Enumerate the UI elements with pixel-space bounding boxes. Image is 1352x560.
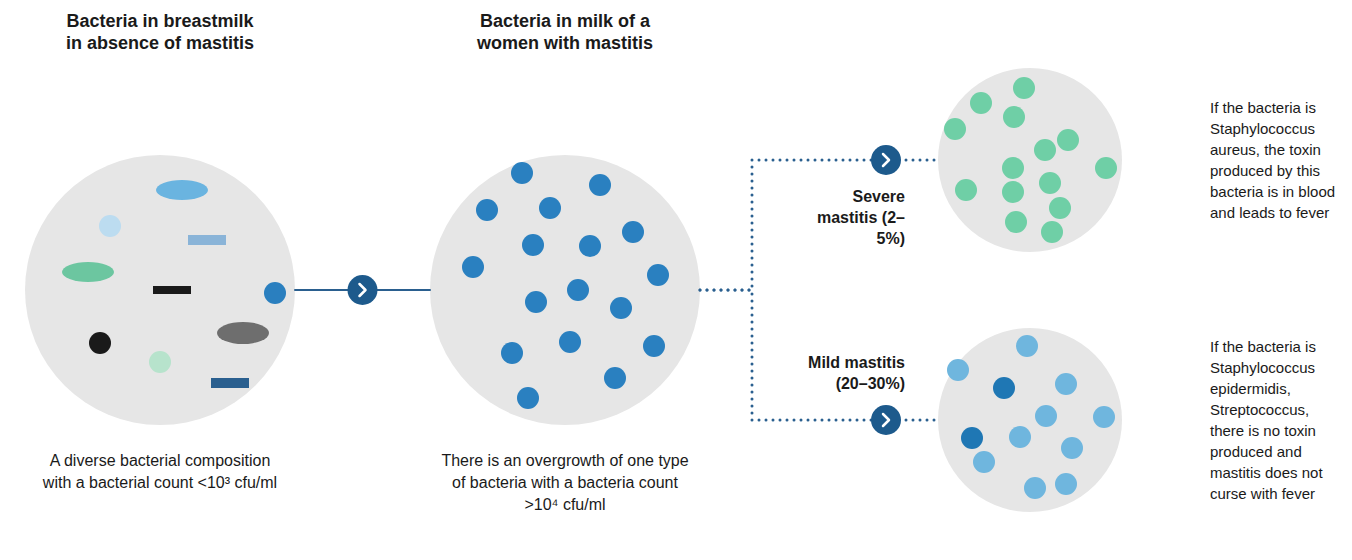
milk-sample <box>938 68 1122 252</box>
badge-circle <box>348 275 378 305</box>
arrow-badge <box>871 145 901 175</box>
sample-circle-node: Bacteria in breastmilk in absence of mas… <box>25 10 295 540</box>
milk-sample <box>430 155 700 425</box>
sample-circle-node: Bacteria in milk of a women with mastiti… <box>430 10 700 540</box>
overgrowth-bacteria <box>462 162 669 409</box>
diverse-bacteria <box>62 180 286 388</box>
arrow-badge <box>348 275 378 305</box>
sample-circle-node: If the bacteria is Staphylococcus epider… <box>938 328 1348 512</box>
mild-bacteria <box>947 335 1115 499</box>
bacterium <box>156 180 208 200</box>
chevron <box>883 154 889 166</box>
bacterium <box>99 215 121 237</box>
bacterium <box>211 378 249 388</box>
bacterium <box>188 235 226 245</box>
edge-label: Severe mastitis (2–5%) <box>805 186 905 249</box>
edge-label-box: Severe mastitis (2–5%) <box>805 186 905 249</box>
edge-label-box: Mild mastitis (20–30%) <box>805 352 905 394</box>
milk-sample <box>938 328 1122 512</box>
bacterium <box>62 262 114 282</box>
bacterium <box>89 332 111 354</box>
badge-circle <box>871 405 901 435</box>
bacterium <box>217 322 269 344</box>
bacterium <box>149 351 171 373</box>
description-text: If the bacteria is Staphylococcus epider… <box>1210 336 1342 504</box>
dotted-connector <box>700 290 938 420</box>
aureus-bacteria <box>944 77 1117 243</box>
milk-sample <box>25 155 295 425</box>
badge-circle <box>871 145 901 175</box>
sample-circles <box>25 68 1122 512</box>
chevron <box>883 414 889 426</box>
bacterium <box>264 282 286 304</box>
arrow-badge <box>871 405 901 435</box>
edge-label: Mild mastitis (20–30%) <box>805 352 905 394</box>
chevron <box>360 284 366 296</box>
sample-circle-node: If the bacteria is Staphylococcus aureus… <box>938 68 1348 252</box>
bacterium <box>153 286 191 294</box>
description-text: If the bacteria is Staphylococcus aureus… <box>1210 97 1342 223</box>
dotted-connector <box>700 160 938 290</box>
caption-text: There is an overgrowth of one type of ba… <box>440 450 690 516</box>
caption-text: A diverse bacterial composition with a b… <box>35 450 285 494</box>
column-heading: Bacteria in breastmilk in absence of mas… <box>65 10 255 54</box>
column-heading: Bacteria in milk of a women with mastiti… <box>470 10 660 54</box>
